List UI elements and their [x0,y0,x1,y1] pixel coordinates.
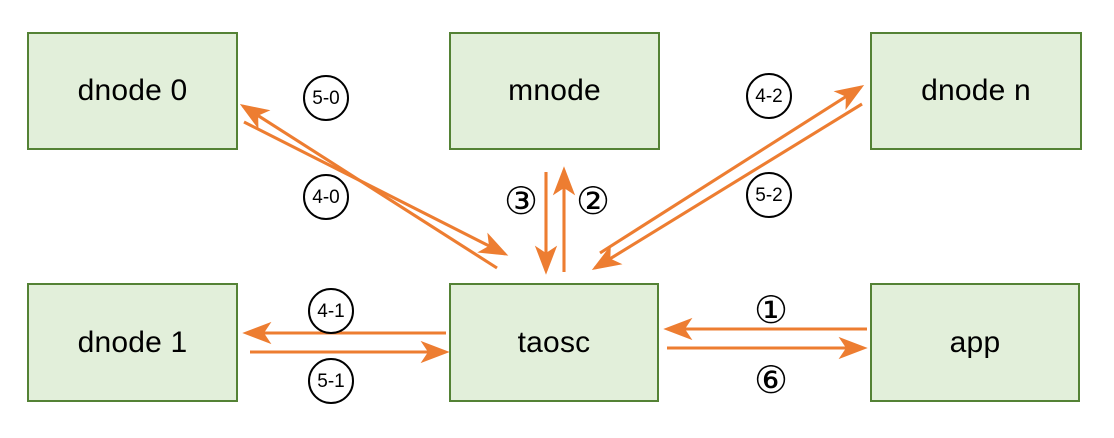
edge-label-5-0: 5-0 [303,75,349,121]
node-label: dnode 0 [77,74,188,107]
edge-label-4-1: 4-1 [308,288,354,334]
edge-label-4-2: 4-2 [746,73,792,119]
edge-label-5-1: 5-1 [308,358,354,404]
edge-label-6: ⑥ [753,358,789,402]
edge-label-4-0: 4-0 [303,174,349,220]
node-label: dnode 1 [77,325,188,359]
edge-label-5-2: 5-2 [746,172,792,218]
edge-label-1: ① [753,288,789,332]
edge-label-3: ③ [503,179,539,223]
node-label: mnode [508,74,601,107]
node-mnode[interactable]: mnode [449,32,660,150]
node-dnode-n[interactable]: dnode n [870,32,1082,150]
node-label: taosc [517,325,591,359]
node-taosc[interactable]: taosc [449,283,659,402]
node-dnode-1[interactable]: dnode 1 [27,283,238,402]
node-app[interactable]: app [870,283,1080,402]
node-label: dnode n [921,74,1031,107]
node-label: app [949,325,1001,359]
edge-label-2: ② [575,179,611,223]
node-dnode-0[interactable]: dnode 0 [27,32,238,150]
